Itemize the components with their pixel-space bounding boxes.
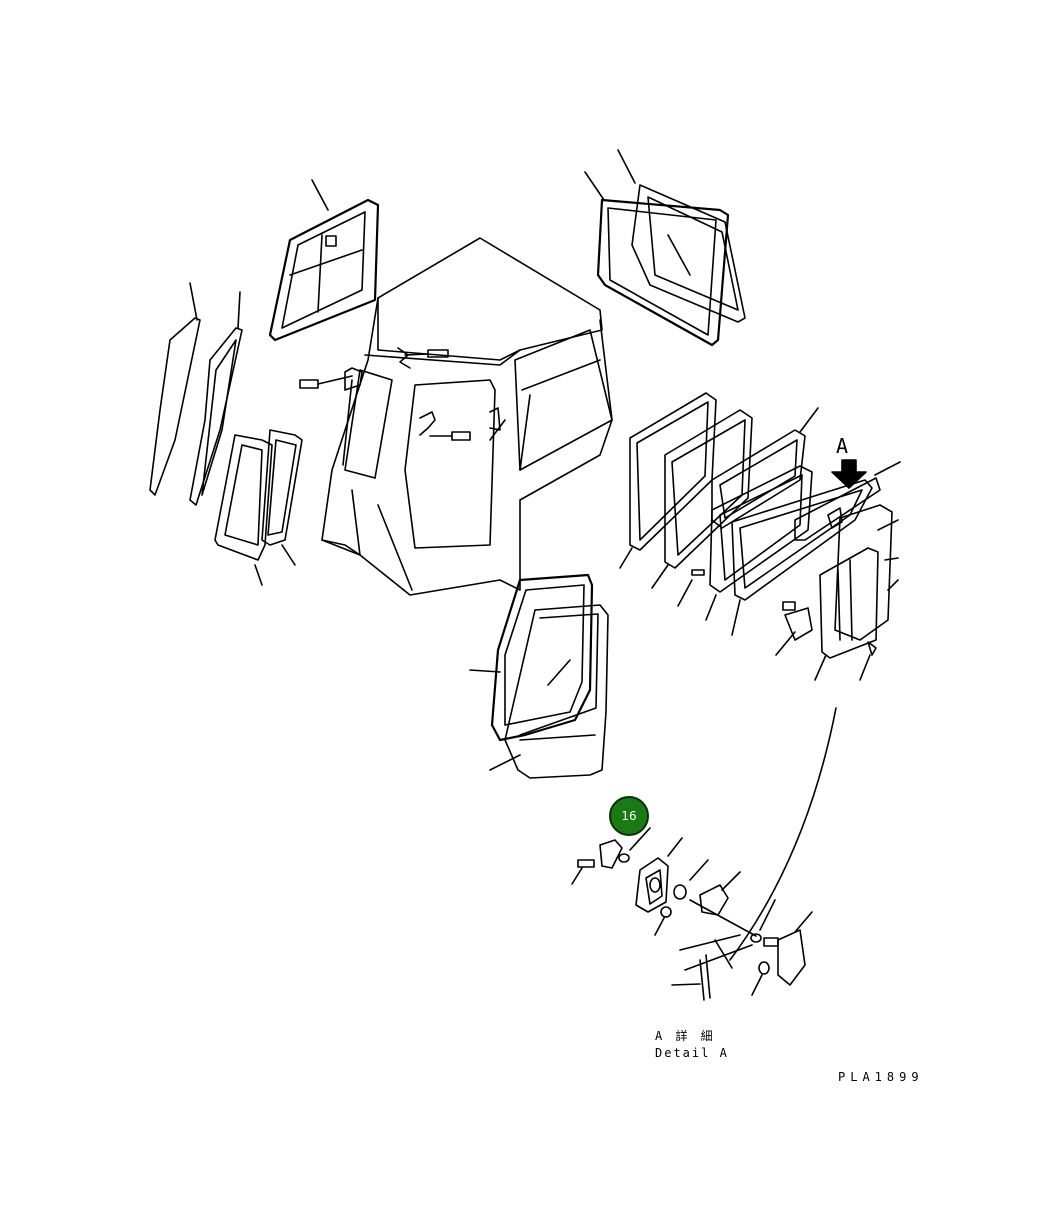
detail-caption-japanese: A 詳 細 [655,1029,716,1043]
rear-window-assembly [584,149,746,347]
left-side-glass-panels [149,282,303,586]
detail-caption-english: Detail A [655,1046,729,1060]
cab-body [321,237,613,596]
part-callout-label: 16 [621,809,637,823]
right-glass-stack [619,392,873,636]
cab-handles [344,347,501,436]
drawing-code: PLA1899 [838,1070,924,1084]
slide-window-parts [775,461,901,681]
detail-a-parts [571,707,837,1001]
cab-bolts [299,349,471,441]
door-glass-assembly [469,573,609,779]
roof-window-assembly [268,179,380,342]
part-callout-badge[interactable]: 16 [609,796,649,836]
detail-a-arrow [831,459,867,489]
detail-marker-label: A [836,434,849,458]
